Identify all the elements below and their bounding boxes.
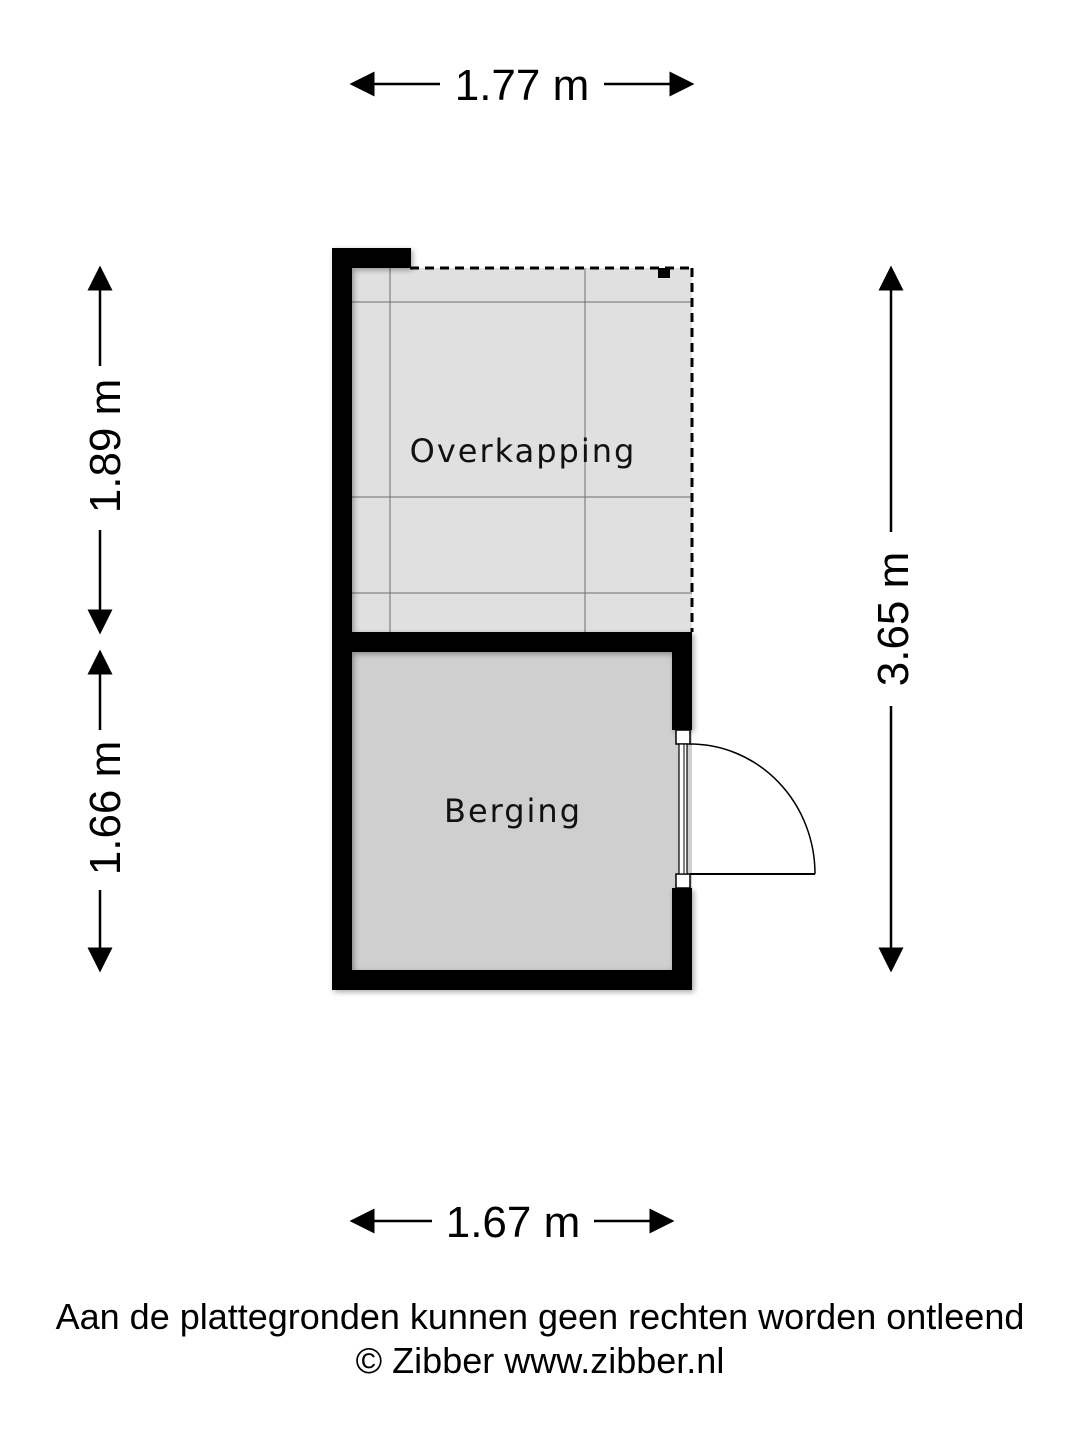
dashed-outline [410,266,694,632]
tile-grid [342,268,692,640]
dimension-label-left-lower: 1.66 m [81,741,130,876]
disclaimer-text: Aan de plattegronden kunnen geen rechten… [55,1296,1025,1337]
dimension-left-upper: 1.89 m [81,265,130,635]
dimension-right: 3.65 m [869,265,918,973]
room-label-overkapping: Overkapping [410,432,637,470]
dimension-label-left-upper: 1.89 m [81,379,130,514]
berging-area [342,640,692,990]
room-label-berging: Berging [444,792,582,830]
overkapping-area [342,266,694,640]
dimension-label-top: 1.77 m [455,61,590,110]
dimension-bottom: 1.67 m [349,1198,675,1247]
dimension-label-bottom: 1.67 m [446,1198,581,1247]
copyright-text: © Zibber www.zibber.nl [355,1340,725,1381]
door [675,729,816,889]
walls [332,248,692,990]
dimension-label-right: 3.65 m [869,552,918,687]
post-marker [658,268,670,278]
dimension-left-lower: 1.66 m [81,649,130,973]
dimension-top: 1.77 m [349,61,695,110]
